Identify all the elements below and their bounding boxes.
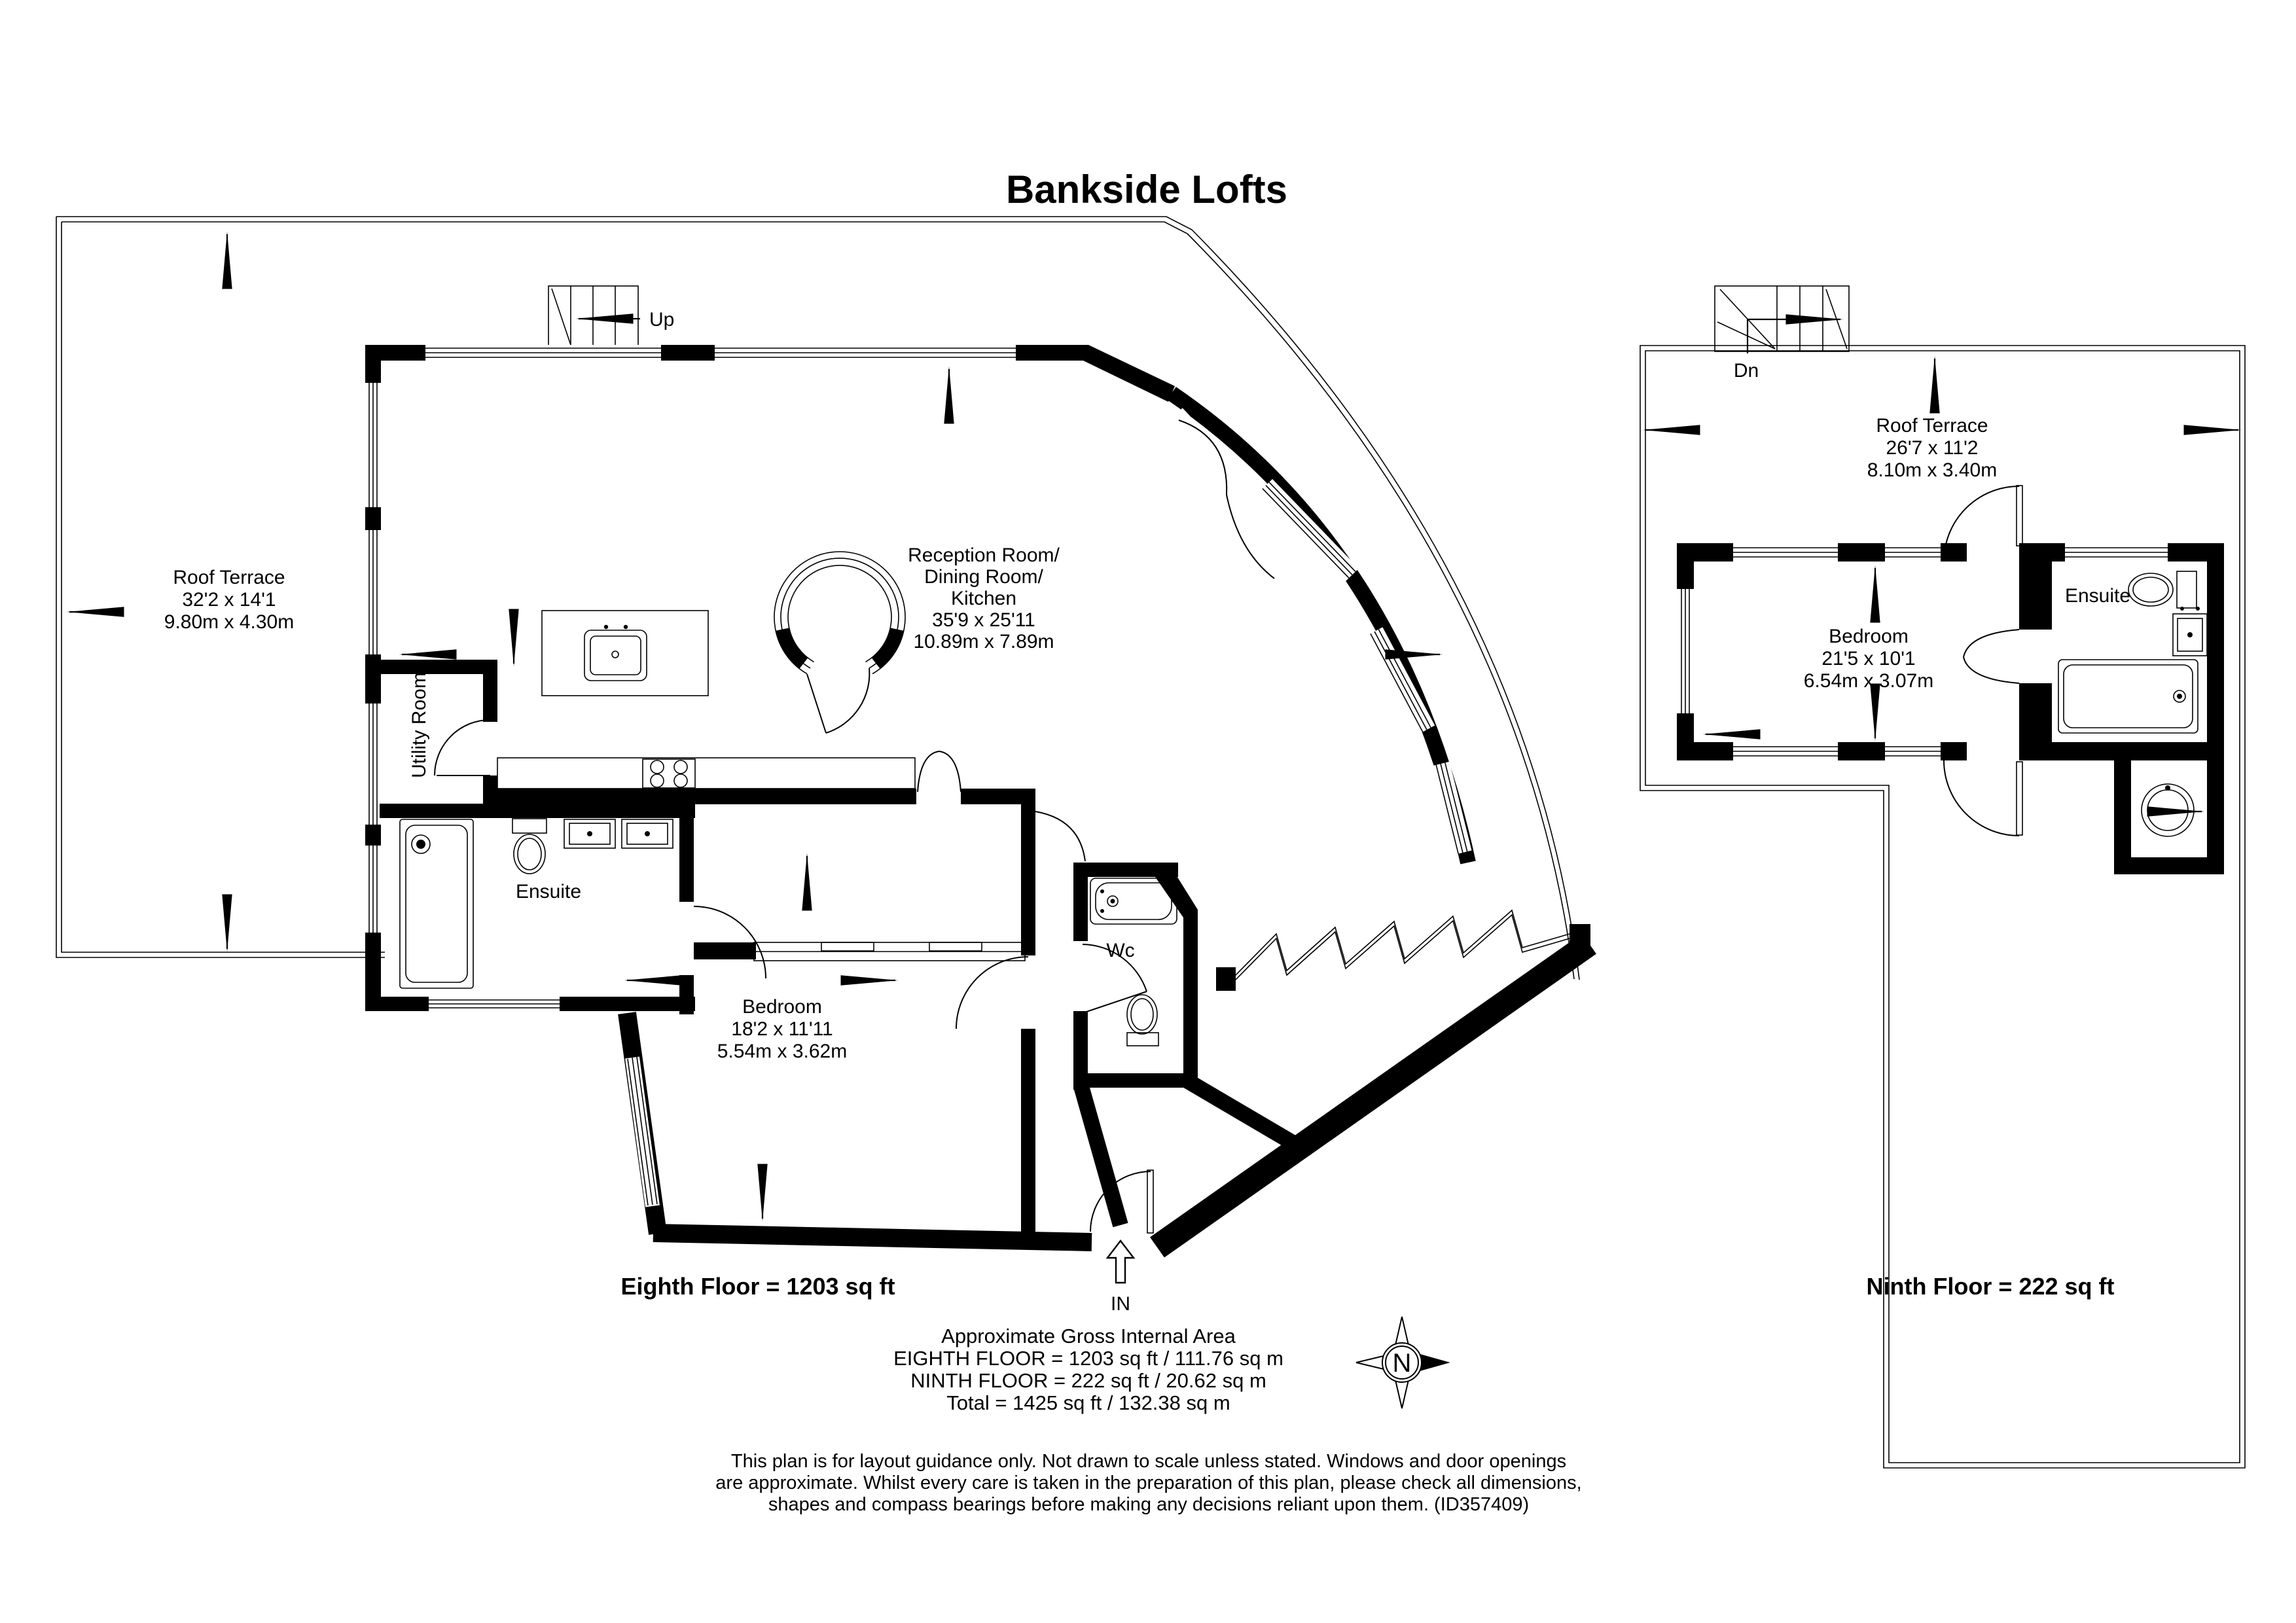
window	[1733, 742, 1838, 760]
ninth-roof-terrace-boundary	[1640, 345, 2246, 1469]
svg-text:8.10m x 3.40m: 8.10m x 3.40m	[1867, 459, 1997, 481]
staircase-up	[548, 285, 640, 351]
svg-text:18'2 x 11'11: 18'2 x 11'11	[731, 1018, 833, 1040]
ninth-floor-plan: Dn Roof Terrace 26'7 x 11'2 8.10m x 3.40…	[1640, 285, 2246, 1469]
window	[429, 997, 560, 1011]
window	[365, 383, 381, 507]
toilet-icon	[1126, 994, 1159, 1046]
stairs-up-label: Up	[649, 309, 674, 330]
compass-north-label: N	[1393, 1349, 1412, 1378]
dimension-arrows-eighth	[66, 231, 1443, 1222]
sink-icon	[564, 812, 616, 849]
eighth-curved-facade	[1167, 387, 1476, 865]
sink-icon	[2172, 607, 2208, 656]
svg-text:Kitchen: Kitchen	[951, 588, 1016, 609]
window	[425, 345, 661, 361]
svg-text:Roof Terrace: Roof Terrace	[173, 567, 285, 588]
bedroom-label: Bedroom 18'2 x 11'11 5.54m x 3.62m	[717, 996, 847, 1062]
svg-text:9.80m x 4.30m: 9.80m x 4.30m	[164, 611, 294, 633]
shower-tray-icon	[399, 819, 474, 989]
svg-text:26'7 x 11'2: 26'7 x 11'2	[1886, 437, 1978, 459]
entrance-door-arc	[1090, 1171, 1151, 1232]
window	[1733, 543, 1838, 562]
svg-text:10.89m x 7.89m: 10.89m x 7.89m	[913, 631, 1054, 652]
entrance-in-arrow	[1105, 1240, 1136, 1284]
svg-text:Total = 1425 sq ft / 132.38 sq: Total = 1425 sq ft / 132.38 sq m	[946, 1391, 1230, 1414]
eighth-left-wall	[365, 345, 381, 1011]
reception-room-label: Reception Room/ Dining Room/ Kitchen 35'…	[908, 544, 1060, 652]
ninth-ensuite-label: Ensuite	[2065, 585, 2130, 607]
entrance-door-leaf	[1147, 1169, 1154, 1234]
entrance-label: IN	[1111, 1293, 1130, 1315]
stairs-down-label: Dn	[1734, 360, 1759, 382]
staircase-down	[1714, 285, 1850, 353]
svg-text:35'9 x 25'11: 35'9 x 25'11	[932, 609, 1035, 631]
eighth-floor-footer: Eighth Floor = 1203 sq ft	[620, 1273, 895, 1300]
toilet-icon	[512, 818, 547, 874]
window	[1885, 543, 1941, 562]
window	[2065, 543, 2168, 562]
sink-icon	[621, 812, 673, 849]
svg-text:Reception Room/: Reception Room/	[908, 544, 1060, 566]
ninth-bedroom-label: Bedroom 21'5 x 10'1 6.54m x 3.07m	[1804, 626, 1933, 692]
kitchen-island	[541, 610, 709, 696]
svg-text:6.54m x 3.07m: 6.54m x 3.07m	[1804, 670, 1933, 692]
window	[1431, 761, 1472, 855]
ensuite-room	[365, 804, 766, 1014]
dimension-arrows-ninth	[1642, 355, 2242, 817]
eighth-top-wall	[365, 345, 1175, 402]
eighth-roof-terrace-boundary	[56, 216, 1580, 980]
svg-text:5.54m x 3.62m: 5.54m x 3.62m	[717, 1041, 847, 1062]
disclaimer: This plan is for layout guidance only. N…	[715, 1451, 1581, 1515]
utility-room-label: Utility Room	[408, 672, 430, 778]
window	[1885, 742, 1941, 760]
eighth-floor-plan: Up	[56, 216, 1596, 1315]
window	[365, 846, 381, 933]
svg-text:32'2 x 14'1: 32'2 x 14'1	[182, 589, 276, 611]
hob-icon	[642, 758, 696, 789]
french-door-arcs	[1178, 419, 1275, 579]
ninth-roof-terrace-label: Roof Terrace 26'7 x 11'2 8.10m x 3.40m	[1867, 415, 1997, 481]
svg-text:Roof Terrace: Roof Terrace	[1876, 415, 1988, 437]
stairs-down-arrow	[1746, 314, 1844, 353]
svg-text:Bedroom: Bedroom	[742, 996, 822, 1018]
svg-text:shapes and compass bearings be: shapes and compass bearings before makin…	[768, 1494, 1529, 1515]
area-summary: Approximate Gross Internal Area EIGHTH F…	[893, 1325, 1283, 1414]
wc-label: Wc	[1106, 940, 1134, 961]
ninth-floor-footer: Ninth Floor = 222 sq ft	[1866, 1273, 2114, 1300]
svg-text:Bedroom: Bedroom	[1829, 626, 1909, 647]
svg-text:This plan is for layout guidan: This plan is for layout guidance only. N…	[731, 1451, 1566, 1472]
area-summary-title: Approximate Gross Internal Area	[941, 1325, 1236, 1347]
page-title: Bankside Lofts	[1006, 168, 1287, 211]
bedroom-room	[618, 789, 1092, 1251]
window	[1677, 589, 1694, 713]
circular-stair-enclosure	[774, 551, 906, 734]
utility-room	[380, 660, 497, 818]
ninth-building-walls	[1677, 485, 2224, 874]
sink-icon	[584, 624, 647, 681]
window	[1366, 627, 1435, 734]
svg-text:are approximate. Whilst every: are approximate. Whilst every care is ta…	[715, 1472, 1581, 1493]
compass-rose-icon: N	[1355, 1316, 1450, 1409]
svg-text:Dining Room/: Dining Room/	[924, 566, 1043, 588]
svg-text:NINTH FLOOR = 222 sq ft / 20.6: NINTH FLOOR = 222 sq ft / 20.62 sq m	[910, 1369, 1266, 1392]
bath-icon	[1090, 878, 1177, 925]
svg-text:21'5 x 10'1: 21'5 x 10'1	[1821, 648, 1915, 669]
shower-tray-icon	[2058, 659, 2198, 734]
eighth-roof-terrace-label: Roof Terrace 32'2 x 14'1 9.80m x 4.30m	[164, 567, 294, 633]
wc-room	[1035, 811, 1198, 1090]
toilet-icon	[2128, 571, 2197, 609]
svg-text:EIGHTH FLOOR = 1203 sq ft / 11: EIGHTH FLOOR = 1203 sq ft / 111.76 sq m	[893, 1347, 1283, 1370]
zigzag-glazing	[1216, 909, 1590, 991]
window	[365, 530, 381, 654]
window	[1259, 478, 1359, 582]
ensuite-label: Ensuite	[516, 881, 581, 902]
window	[365, 704, 381, 825]
window	[715, 345, 1016, 361]
entrance-area	[1073, 933, 1596, 1284]
